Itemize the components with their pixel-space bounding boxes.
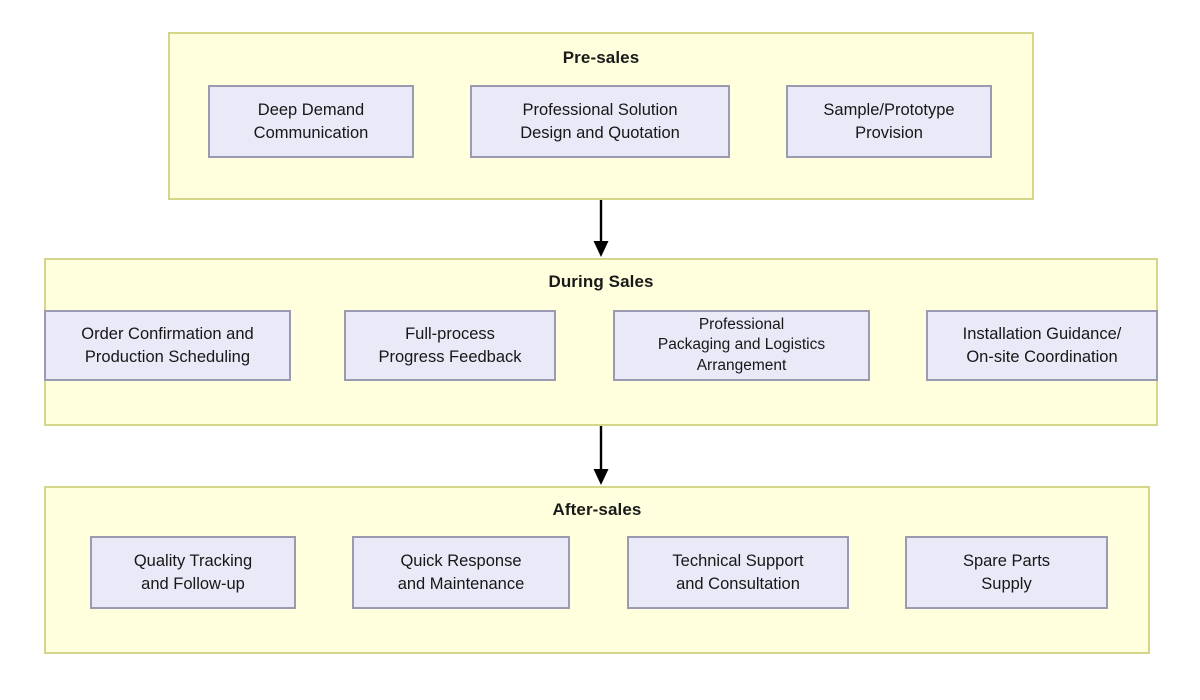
node-deep-demand-communication[interactable]: Deep Demand Communication	[208, 85, 414, 158]
arrow-pre-sales-to-during-sales	[590, 200, 612, 258]
node-spare-parts-supply[interactable]: Spare Parts Supply	[905, 536, 1108, 609]
node-technical-support-and-consultation[interactable]: Technical Support and Consultation	[627, 536, 849, 609]
node-sample-prototype-provision[interactable]: Sample/Prototype Provision	[786, 85, 992, 158]
node-professional-solution-design-and-quotation[interactable]: Professional Solution Design and Quotati…	[470, 85, 730, 158]
node-full-process-progress-feedback[interactable]: Full-process Progress Feedback	[344, 310, 556, 381]
stage-title-after-sales: After-sales	[552, 500, 642, 519]
stage-title-during-sales: During Sales	[548, 272, 654, 291]
node-quality-tracking-and-follow-up[interactable]: Quality Tracking and Follow-up	[90, 536, 296, 609]
node-quick-response-and-maintenance[interactable]: Quick Response and Maintenance	[352, 536, 570, 609]
node-order-confirmation-and-production-scheduling[interactable]: Order Confirmation and Production Schedu…	[44, 310, 291, 381]
arrow-during-sales-to-after-sales	[590, 426, 612, 486]
node-professional-packaging-and-logistics-arrangement[interactable]: Professional Packaging and Logistics Arr…	[613, 310, 870, 381]
stage-title-pre-sales: Pre-sales	[562, 48, 640, 67]
node-installation-guidance-on-site-coordination[interactable]: Installation Guidance/ On-site Coordinat…	[926, 310, 1158, 381]
